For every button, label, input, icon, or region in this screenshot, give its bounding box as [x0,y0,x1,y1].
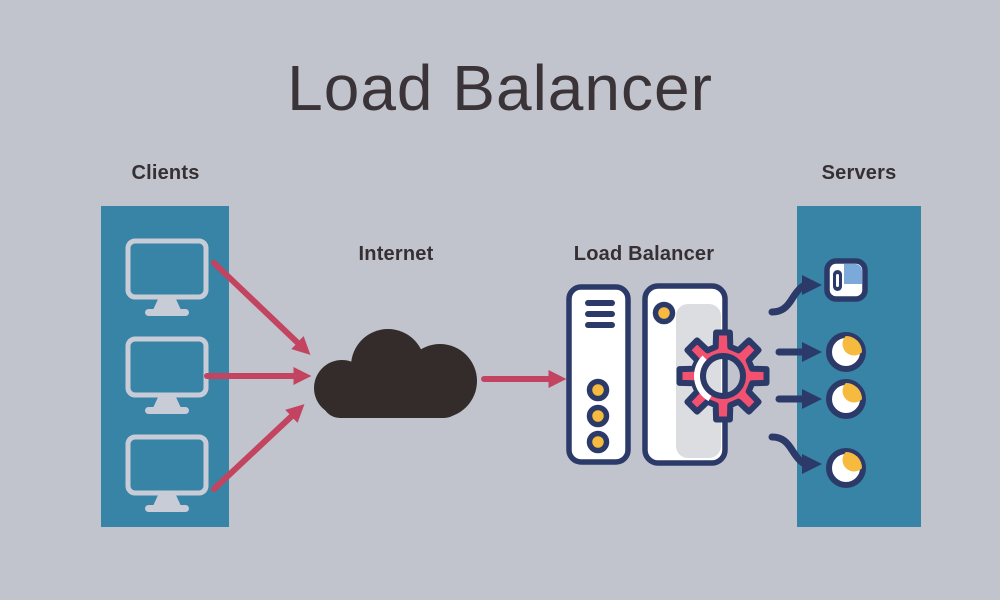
storage-disk-icon [824,258,868,302]
lb-to-server-arrow-4 [768,433,822,474]
internet-label: Internet [358,243,434,265]
servers-label: Servers [821,162,897,184]
desktop-monitor-icon [125,434,209,512]
gear-icon [676,329,770,423]
client-to-internet-arrow-3 [211,404,305,492]
cloud-icon [314,329,477,418]
server-node-icon [826,332,866,372]
desktop-monitor-icon [125,336,209,414]
server-tower-icon [566,284,631,465]
client-to-internet-arrow-1 [211,260,311,355]
lb-to-server-arrow-1 [768,275,822,316]
server-node-icon [826,448,866,488]
desktop-monitor-icon [125,238,209,316]
server-node-icon [826,379,866,419]
page-title: Load Balancer [287,52,713,124]
load-balancer-label: Load Balancer [573,243,715,265]
clients-label: Clients [131,162,200,184]
